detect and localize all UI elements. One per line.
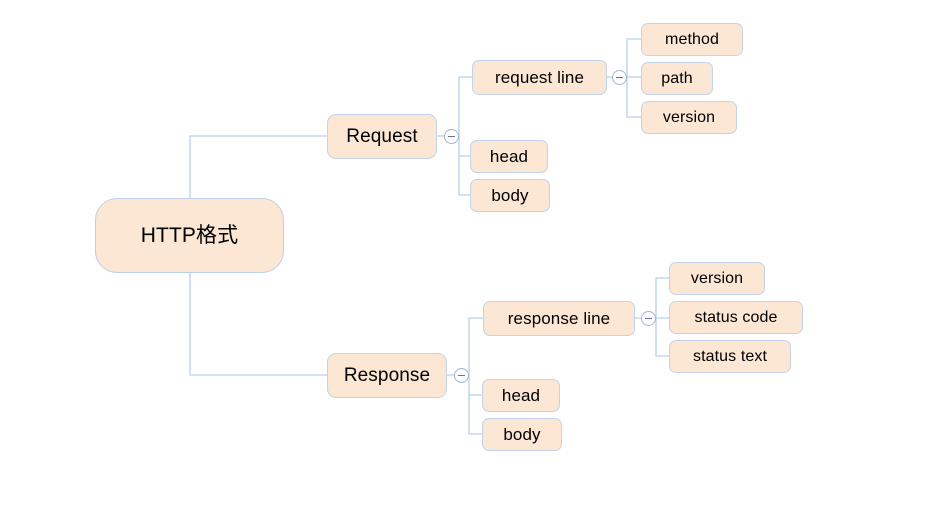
link-request-to-body bbox=[458, 155, 471, 196]
link-response-to-head bbox=[468, 374, 483, 396]
minus-icon bbox=[448, 135, 455, 138]
link-request-line-to-version bbox=[626, 76, 642, 118]
node-version-response[interactable]: version bbox=[669, 262, 765, 295]
node-request[interactable]: Request bbox=[327, 114, 437, 159]
link-request-to-request-line bbox=[436, 76, 473, 137]
node-head-response[interactable]: head bbox=[482, 379, 560, 412]
collapse-toggle-request-line[interactable] bbox=[612, 70, 627, 85]
link-root-to-response bbox=[189, 272, 328, 376]
node-request-line[interactable]: request line bbox=[472, 60, 607, 95]
node-response[interactable]: Response bbox=[327, 353, 447, 398]
link-response-to-body bbox=[468, 394, 483, 435]
collapse-toggle-request[interactable] bbox=[444, 129, 459, 144]
minus-icon bbox=[616, 76, 623, 79]
link-request-to-head bbox=[458, 135, 471, 157]
node-root-http-format[interactable]: HTTP格式 bbox=[95, 198, 284, 273]
node-path[interactable]: path bbox=[641, 62, 713, 95]
minus-icon bbox=[645, 317, 652, 320]
link-root-to-request bbox=[189, 135, 328, 199]
node-status-code[interactable]: status code bbox=[669, 301, 803, 334]
link-response-line-to-status-text bbox=[655, 317, 670, 357]
link-response-to-response-line bbox=[446, 317, 484, 376]
node-body-request[interactable]: body bbox=[470, 179, 550, 212]
node-status-text[interactable]: status text bbox=[669, 340, 791, 373]
collapse-toggle-response-line[interactable] bbox=[641, 311, 656, 326]
node-response-line[interactable]: response line bbox=[483, 301, 635, 336]
node-version-request[interactable]: version bbox=[641, 101, 737, 134]
collapse-toggle-response[interactable] bbox=[454, 368, 469, 383]
node-head-request[interactable]: head bbox=[470, 140, 548, 173]
minus-icon bbox=[458, 374, 465, 377]
node-body-response[interactable]: body bbox=[482, 418, 562, 451]
node-method[interactable]: method bbox=[641, 23, 743, 56]
